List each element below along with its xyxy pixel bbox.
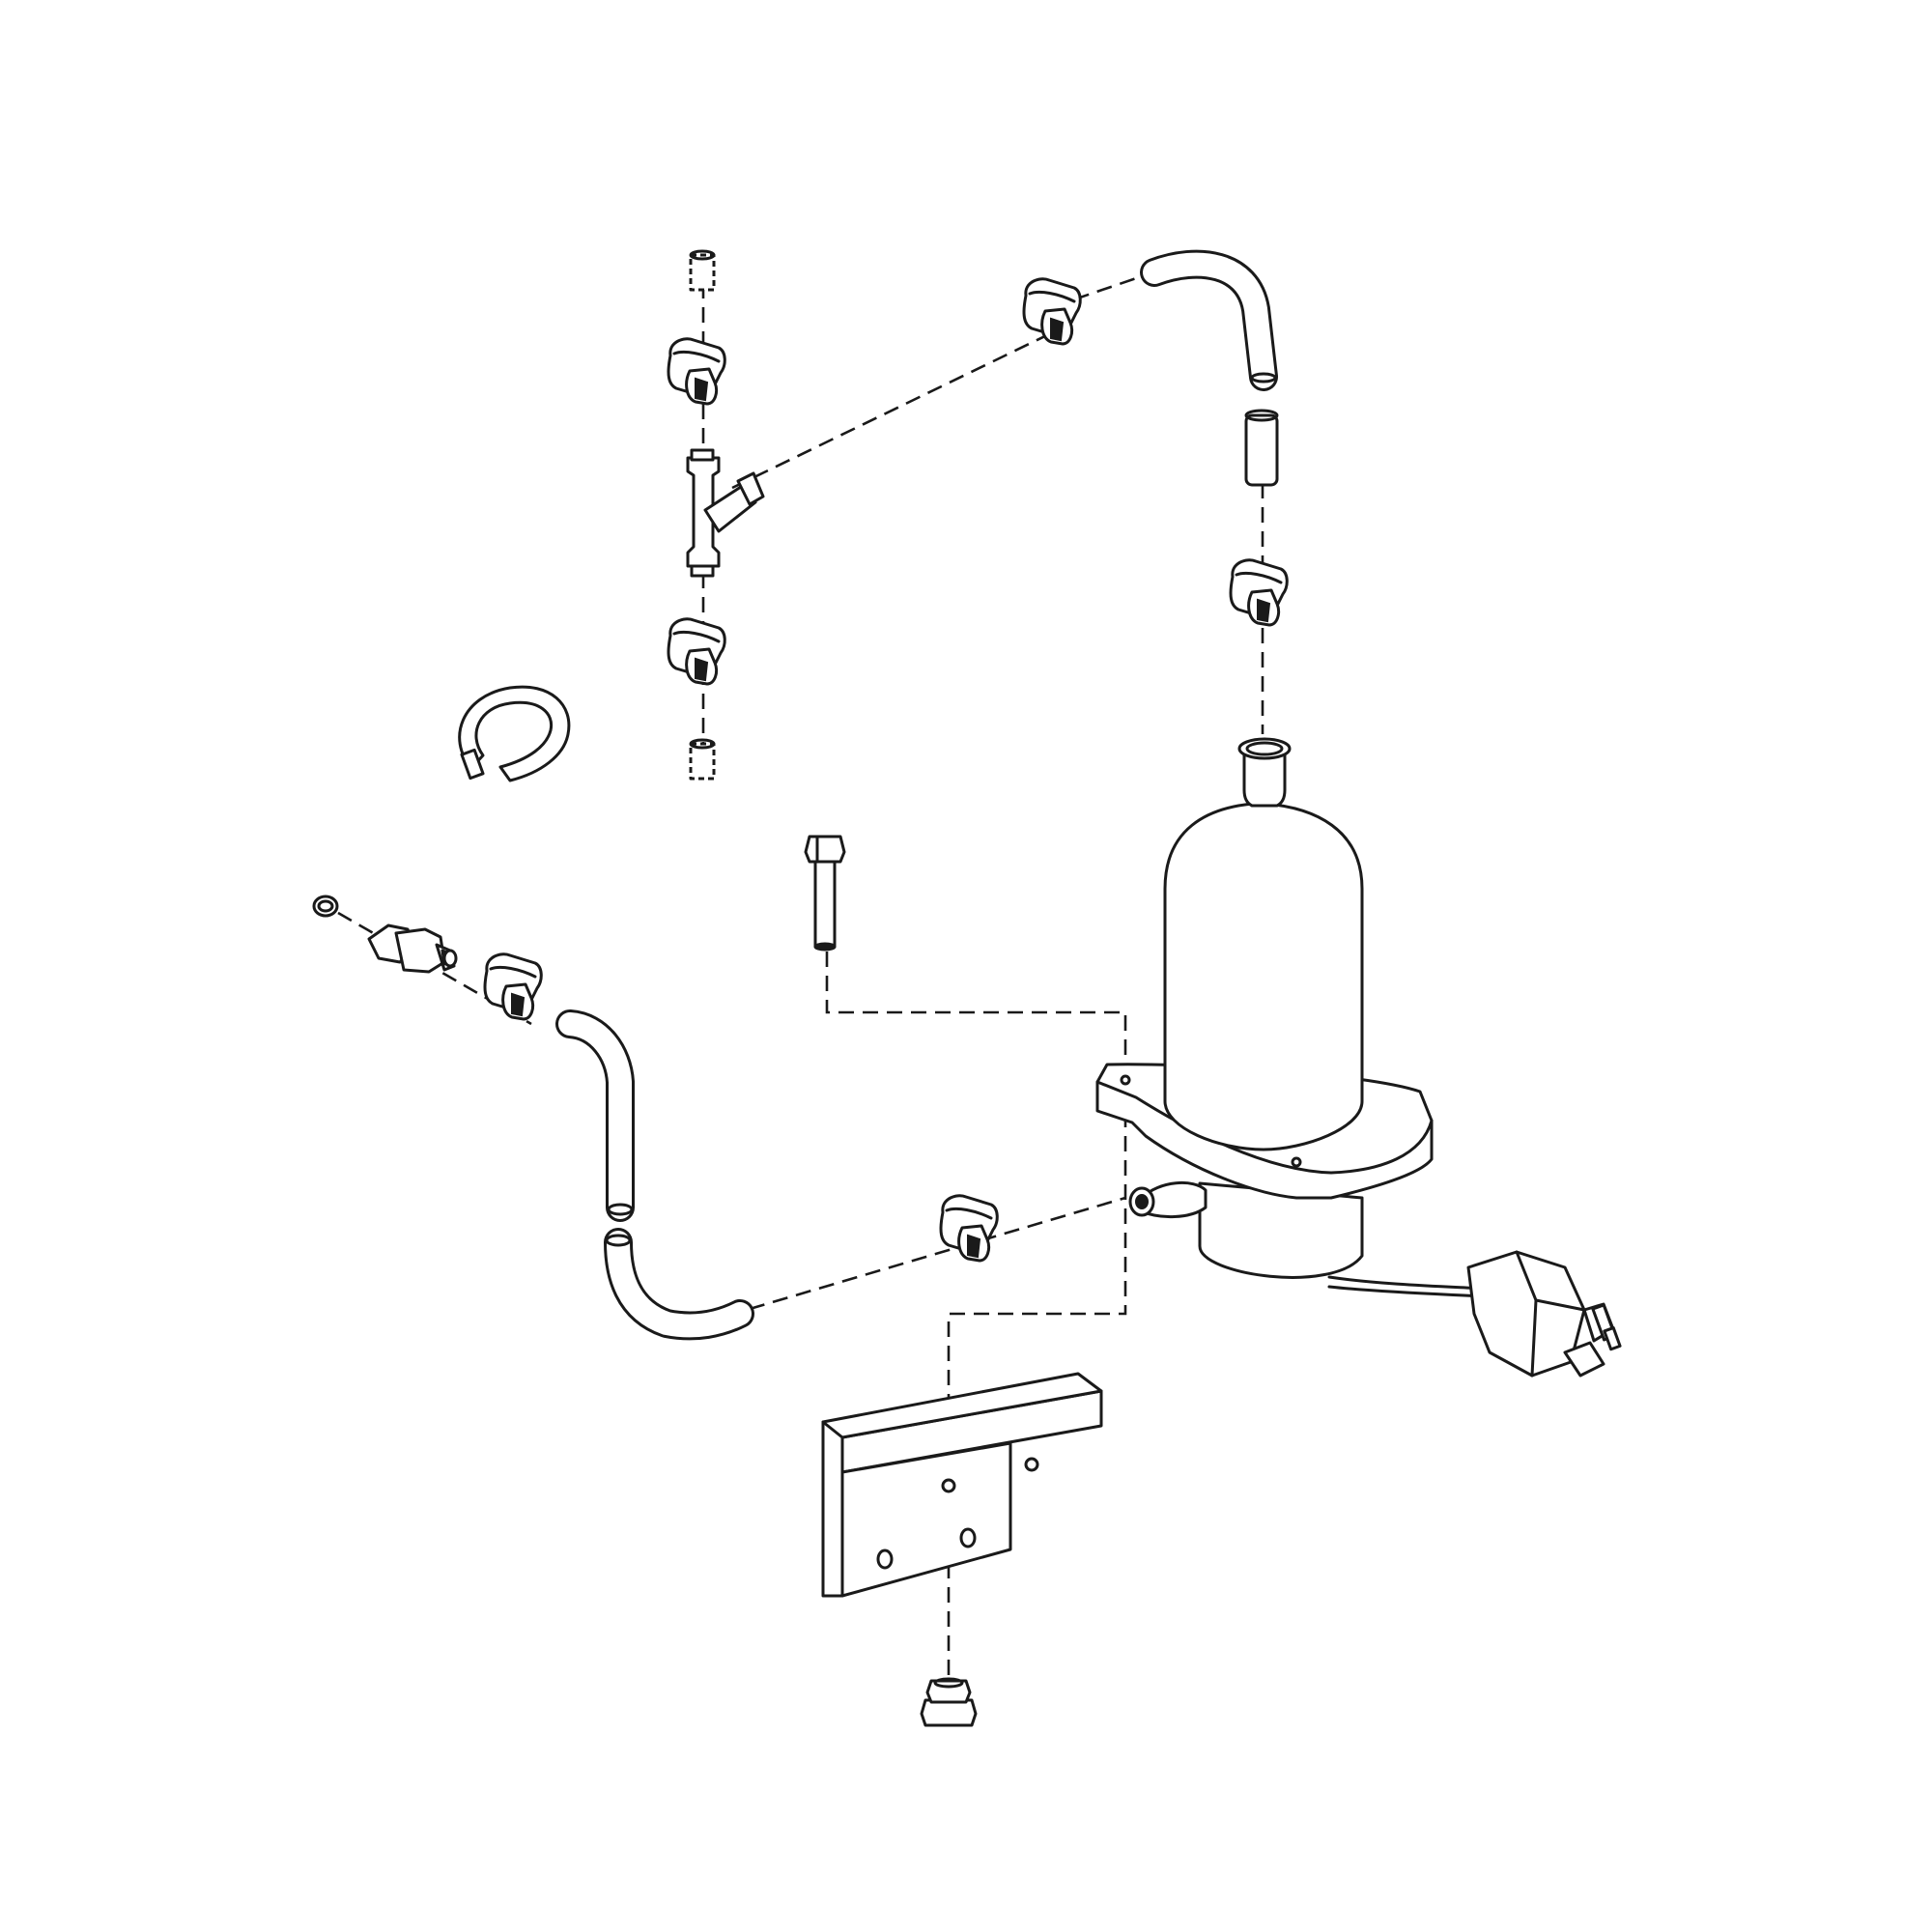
lower-coolant-hose: [555, 1009, 635, 1222]
upper-coolant-hose: [1140, 249, 1278, 391]
heater-tank: [1095, 737, 1434, 1279]
upper-hose-end-cap: [689, 249, 716, 292]
lower-hose-clamp: [667, 617, 726, 686]
return-coolant-hose: [604, 1228, 754, 1341]
top-right-hose-clamp: [1022, 277, 1082, 346]
lower-hose-end-cap: [689, 738, 716, 781]
y-fitting: [686, 448, 765, 578]
tank-hose-clamp: [1229, 558, 1289, 627]
threaded-adapter: [367, 923, 458, 974]
upper-hose-clamp: [667, 337, 726, 406]
o-ring: [312, 895, 339, 918]
spring-clip: [458, 685, 571, 782]
assembly-leader-lines: [337, 259, 1264, 1692]
hex-bolt: [804, 835, 846, 952]
power-cord-plug: [1327, 1250, 1622, 1378]
left-hose-clamp: [483, 952, 543, 1021]
short-hose-section: [1244, 409, 1279, 487]
mounting-bracket: [821, 1372, 1103, 1598]
flange-nut: [920, 1677, 978, 1727]
